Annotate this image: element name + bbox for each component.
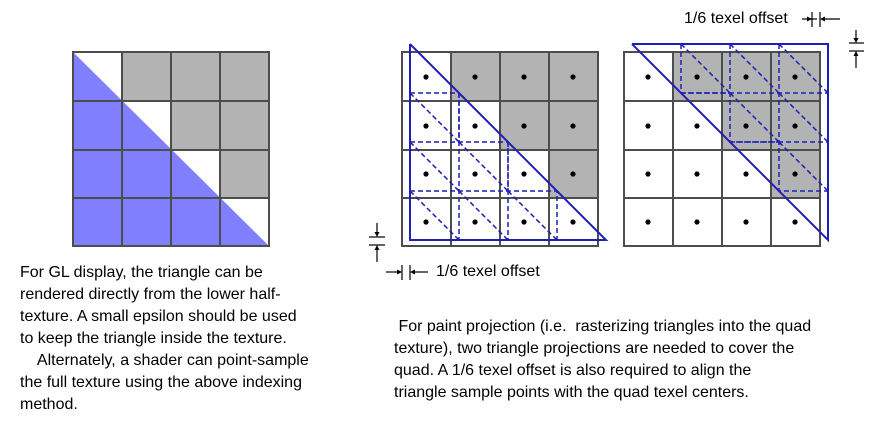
offset-indicator-bottom	[369, 223, 428, 280]
right-projected-triangle	[631, 43, 829, 243]
offset-indicator-top	[802, 12, 864, 68]
offset-label-bottom: 1/6 texel offset	[436, 263, 540, 280]
caption-left-line: method.	[20, 396, 78, 413]
caption-left-line: For GL display, the triangle can be	[20, 264, 263, 281]
caption-left-line: the full texture using the above indexin…	[20, 374, 302, 391]
caption-left-line: texture. A small epsilon should be used	[20, 308, 297, 325]
caption-left-line: to keep the triangle inside the texture.	[20, 330, 287, 347]
caption-right-line: triangle sample points with the quad tex…	[394, 384, 749, 401]
left-grid-lines	[72, 51, 270, 247]
middle-texel-centers	[423, 74, 576, 225]
middle-grid-lines	[401, 51, 599, 247]
middle-texture-grid	[401, 43, 609, 247]
middle-gray-texels	[451, 52, 598, 198]
offset-label-top: 1/6 texel offset	[684, 10, 788, 27]
caption-right-line: For paint projection (i.e. rasterizing t…	[394, 318, 812, 335]
right-texel-centers	[645, 74, 798, 225]
caption-left: For GL display, the triangle can be rend…	[20, 262, 309, 416]
left-texture-grid	[72, 51, 270, 247]
caption-left-line: rendered directly from the lower half-	[20, 286, 281, 303]
upper-half-texels	[122, 52, 269, 198]
caption-left-line: Alternately, a shader can point-sample	[20, 352, 309, 369]
caption-right-line: quad. A 1/6 texel offset is also require…	[394, 362, 752, 379]
right-texture-grid	[623, 43, 829, 247]
caption-right: For paint projection (i.e. rasterizing t…	[394, 316, 811, 404]
caption-right-line: texture), two triangle projections are n…	[394, 340, 795, 357]
middle-projected-triangle	[409, 43, 609, 241]
